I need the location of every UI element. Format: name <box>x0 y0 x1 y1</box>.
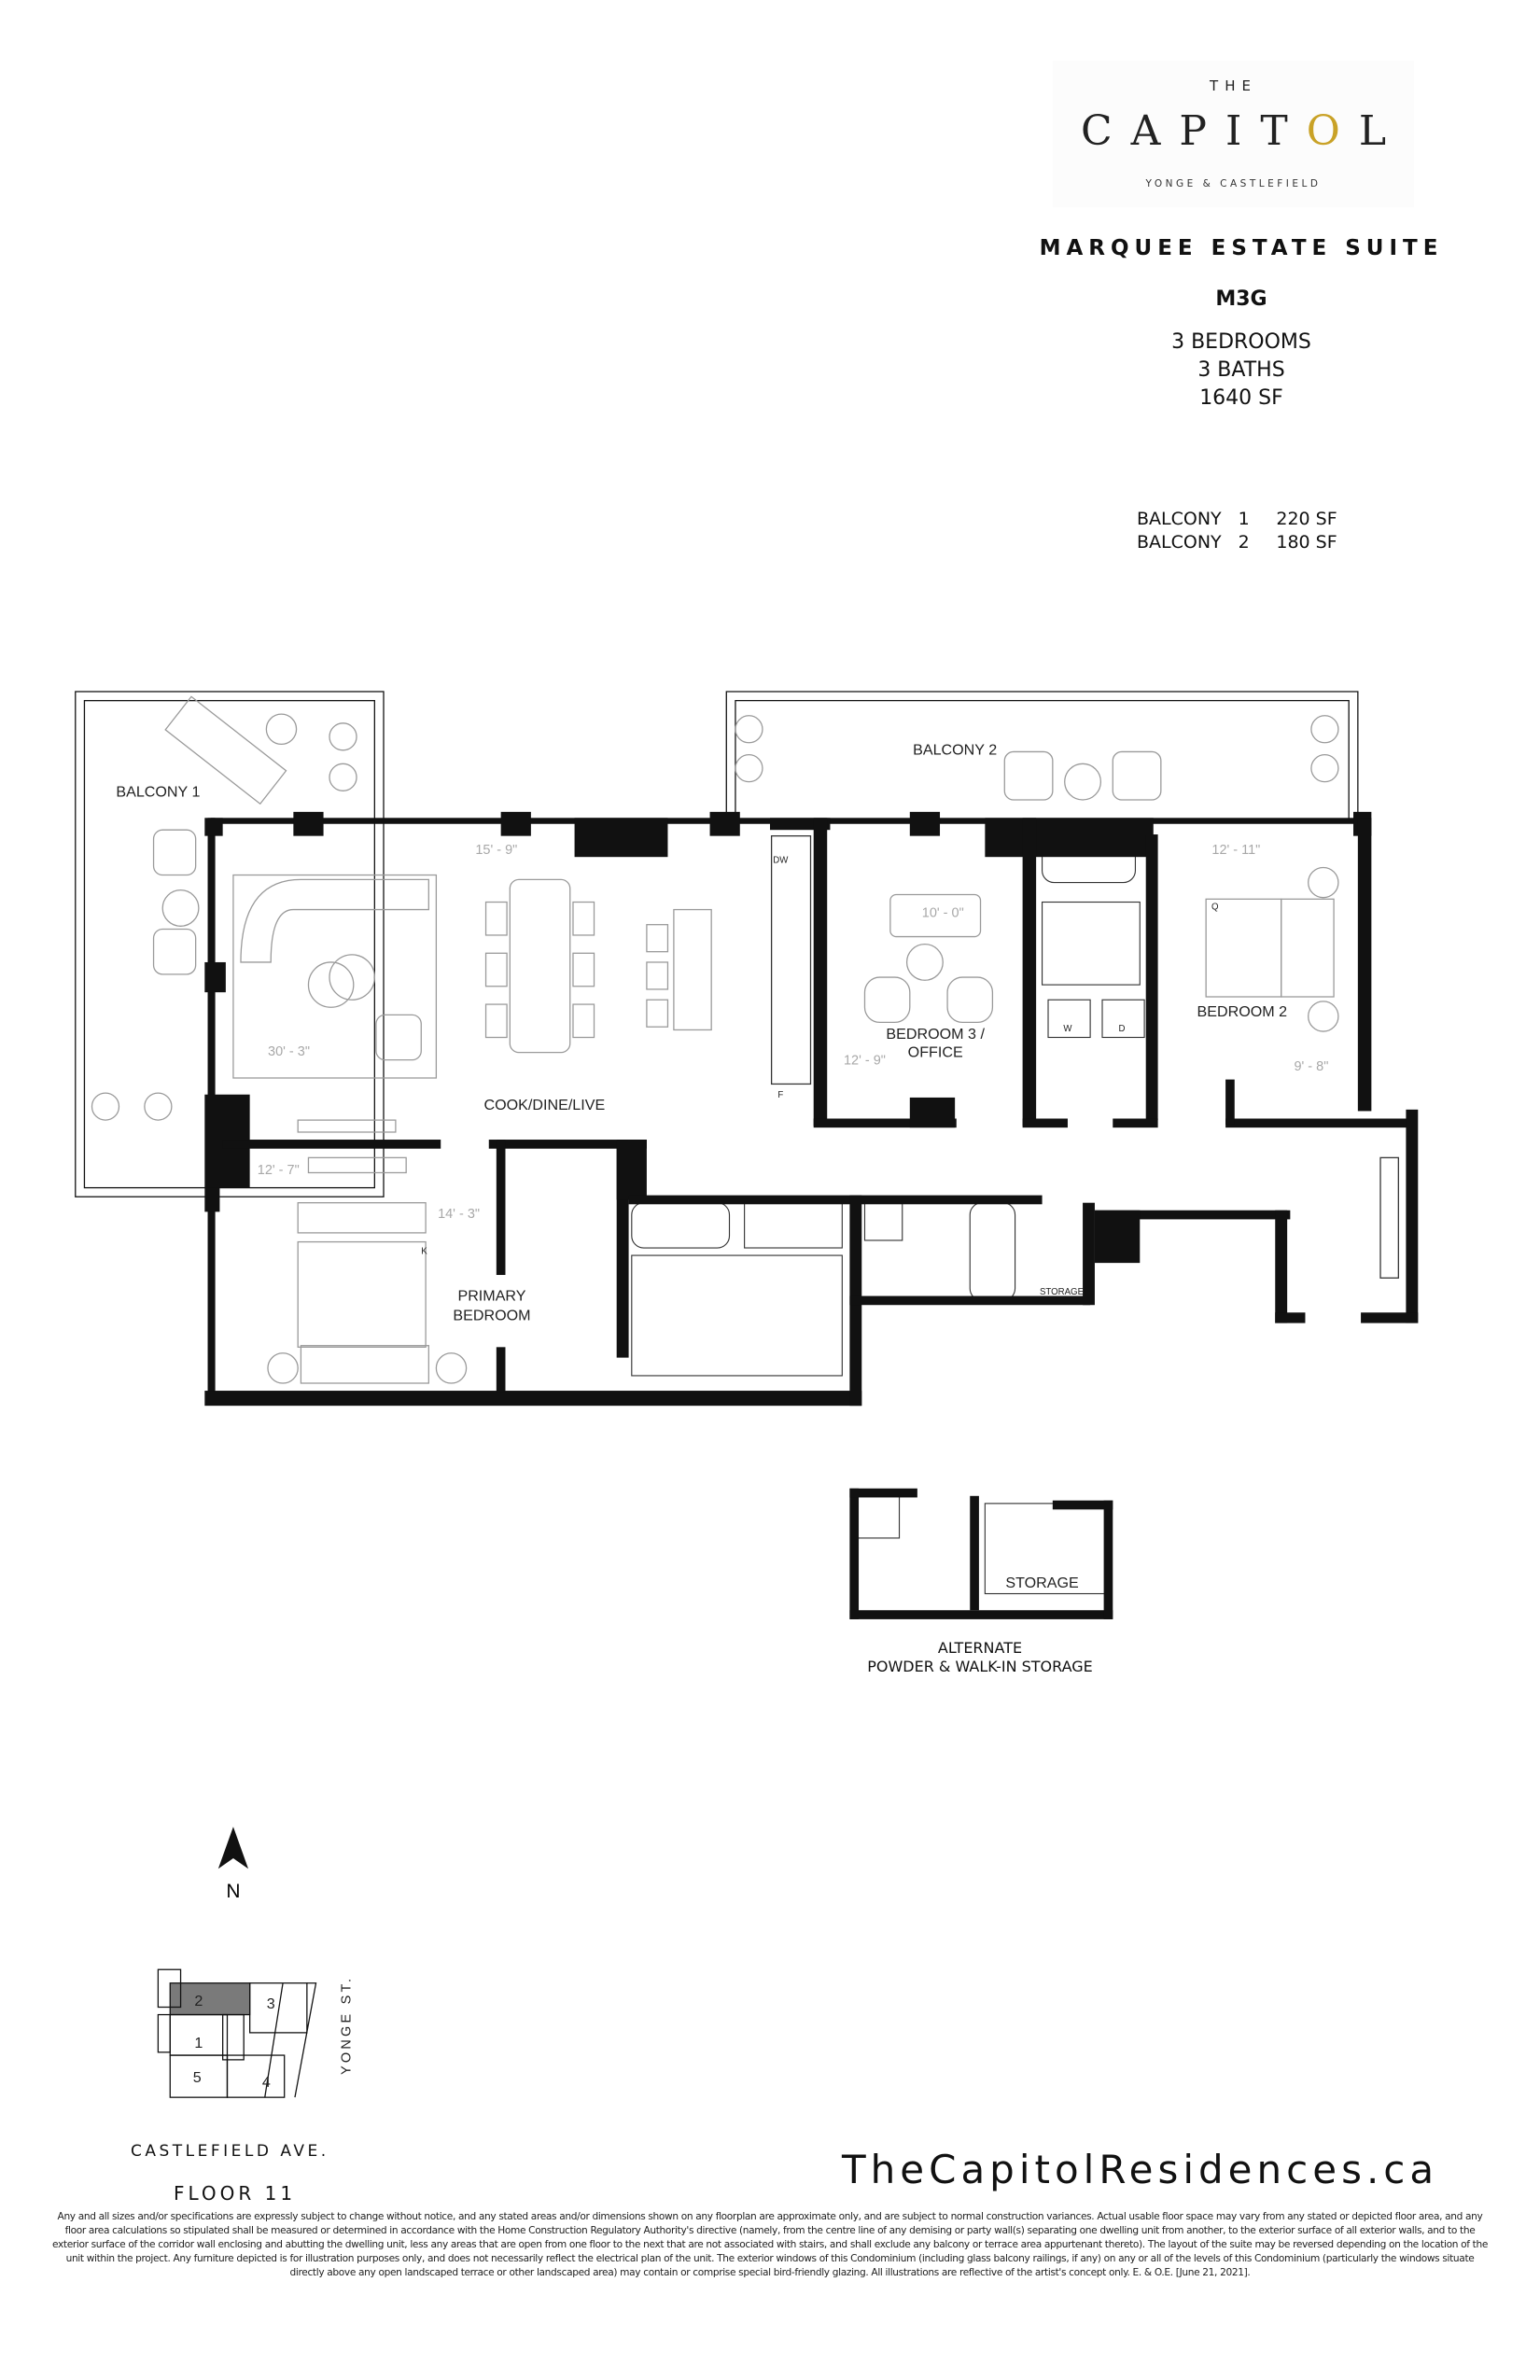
dim-primary-width: 12' - 7" <box>258 1163 300 1178</box>
logo-letter: T <box>1260 107 1307 155</box>
kitchen-island <box>673 908 712 1031</box>
website-link[interactable]: TheCapitolResidences.ca <box>842 2147 1439 2192</box>
dim-bed3-length: 12' - 9" <box>844 1053 886 1068</box>
primary-bedroom-label-2: BEDROOM <box>453 1307 530 1323</box>
disclaimer: Any and all sizes and/or specifications … <box>52 2211 1488 2278</box>
logo-letter: C <box>1080 107 1131 155</box>
balcony-1-outline <box>75 691 385 1197</box>
area-rug <box>232 874 438 1079</box>
dim-living-width: 15' - 9" <box>475 843 517 858</box>
alternate-label-1: ALTERNATE <box>937 1639 1023 1657</box>
key-unit-2: 2 <box>194 1993 203 2009</box>
key-plan: 2 3 1 5 4 YONGE ST. <box>157 1968 355 2098</box>
shower <box>744 1202 843 1249</box>
balcony-row: BALCONY 1 220 SF <box>1137 508 1337 531</box>
washer-label: W <box>1063 1024 1072 1034</box>
street-castlefield: CASTLEFIELD AVE. <box>131 2142 329 2161</box>
furniture <box>91 695 1399 1384</box>
key-unit-1: 1 <box>194 2035 203 2051</box>
key-unit-4: 4 <box>262 2074 271 2091</box>
dryer-label: D <box>1118 1024 1125 1034</box>
balcony-number: 2 <box>1238 532 1250 553</box>
balcony-number: 1 <box>1238 509 1250 529</box>
suite-area: 1640 SF <box>1199 386 1283 410</box>
storage-label: STORAGE <box>1040 1287 1085 1297</box>
dim-bed3-width: 10' - 0" <box>922 906 964 921</box>
logo-tagline: YONGE & CASTLEFIELD <box>1145 178 1322 189</box>
kitchen-counter <box>770 834 812 1085</box>
balcony-label: BALCONY <box>1137 532 1222 553</box>
key-unit-3: 3 <box>267 1995 275 2012</box>
queen-bed-label: Q <box>1211 903 1219 913</box>
key-unit-2-highlight <box>169 1982 251 2016</box>
logo-letter: O <box>1306 107 1359 155</box>
balcony-area: 180 SF <box>1276 532 1337 553</box>
balcony-2-label: BALCONY 2 <box>913 742 997 759</box>
logo-letter: A <box>1130 107 1180 155</box>
logo-letter: I <box>1225 107 1261 155</box>
dim-bed2-length: 9' - 8" <box>1294 1059 1328 1074</box>
baths-count: 3 BATHS <box>1197 358 1285 382</box>
suite-model: M3G <box>1215 287 1267 311</box>
balcony-2-outline <box>725 691 1359 819</box>
key-unit-5: 5 <box>193 2069 202 2086</box>
balcony-label: BALCONY <box>1137 509 1222 529</box>
desk <box>889 893 982 938</box>
bathrooms <box>631 836 1145 1595</box>
balcony-areas: BALCONY 1 220 SF BALCONY 2 180 SF <box>1137 508 1337 554</box>
dim-primary-length: 14' - 3" <box>438 1207 480 1222</box>
alternate-plan <box>849 1488 1113 1619</box>
dim-living-length: 30' - 3" <box>268 1044 310 1059</box>
bedroom-3-label: BEDROOM 3 / <box>886 1026 985 1043</box>
north-arrow-icon: N <box>217 1827 249 1902</box>
logo-letter: P <box>1179 107 1225 155</box>
primary-bedroom-label: PRIMARY <box>457 1287 525 1304</box>
alternate-plan-label: ALTERNATE POWDER & WALK-IN STORAGE <box>803 1639 1157 1676</box>
north-label: N <box>226 1881 240 1902</box>
logo-letter: L <box>1358 107 1406 155</box>
logo-the: THE <box>1210 77 1257 94</box>
suite-specs: 3 BEDROOMS 3 BATHS 1640 SF <box>1055 329 1428 413</box>
king-bed <box>297 1240 427 1348</box>
bathtub <box>631 1202 731 1249</box>
cook-dine-live-label: COOK/DINE/LIVE <box>484 1097 606 1113</box>
street-yonge: YONGE ST. <box>340 1976 355 2075</box>
alternate-label-2: POWDER & WALK-IN STORAGE <box>867 1658 1093 1675</box>
balconies <box>75 691 1359 1197</box>
lounge-chair <box>164 695 287 805</box>
fridge-label: F <box>777 1090 783 1100</box>
sofa <box>240 878 429 963</box>
balcony-1-label: BALCONY 1 <box>116 784 200 801</box>
bedroom-2-label: BEDROOM 2 <box>1197 1003 1288 1020</box>
dim-bed2-width: 12' - 11" <box>1211 843 1260 858</box>
dishwasher-label: DW <box>773 856 789 866</box>
logo-wordmark: CAPITOL <box>1053 107 1414 155</box>
balcony-row: BALCONY 2 180 SF <box>1137 531 1337 554</box>
bedrooms-count: 3 BEDROOMS <box>1171 330 1311 354</box>
floor-number: FLOOR 11 <box>174 2182 297 2205</box>
logo: THE CAPITOL YONGE & CASTLEFIELD <box>1053 61 1414 207</box>
bedroom-3-label-2: OFFICE <box>908 1043 963 1060</box>
suite-type: MARQUEE ESTATE SUITE <box>1039 236 1444 260</box>
balcony-area: 220 SF <box>1276 509 1337 529</box>
alt-storage-label: STORAGE <box>1005 1575 1079 1591</box>
walls <box>204 811 1419 1407</box>
queen-bed <box>1205 898 1282 998</box>
king-bed-label: K <box>421 1246 427 1256</box>
dining-table <box>509 878 571 1054</box>
